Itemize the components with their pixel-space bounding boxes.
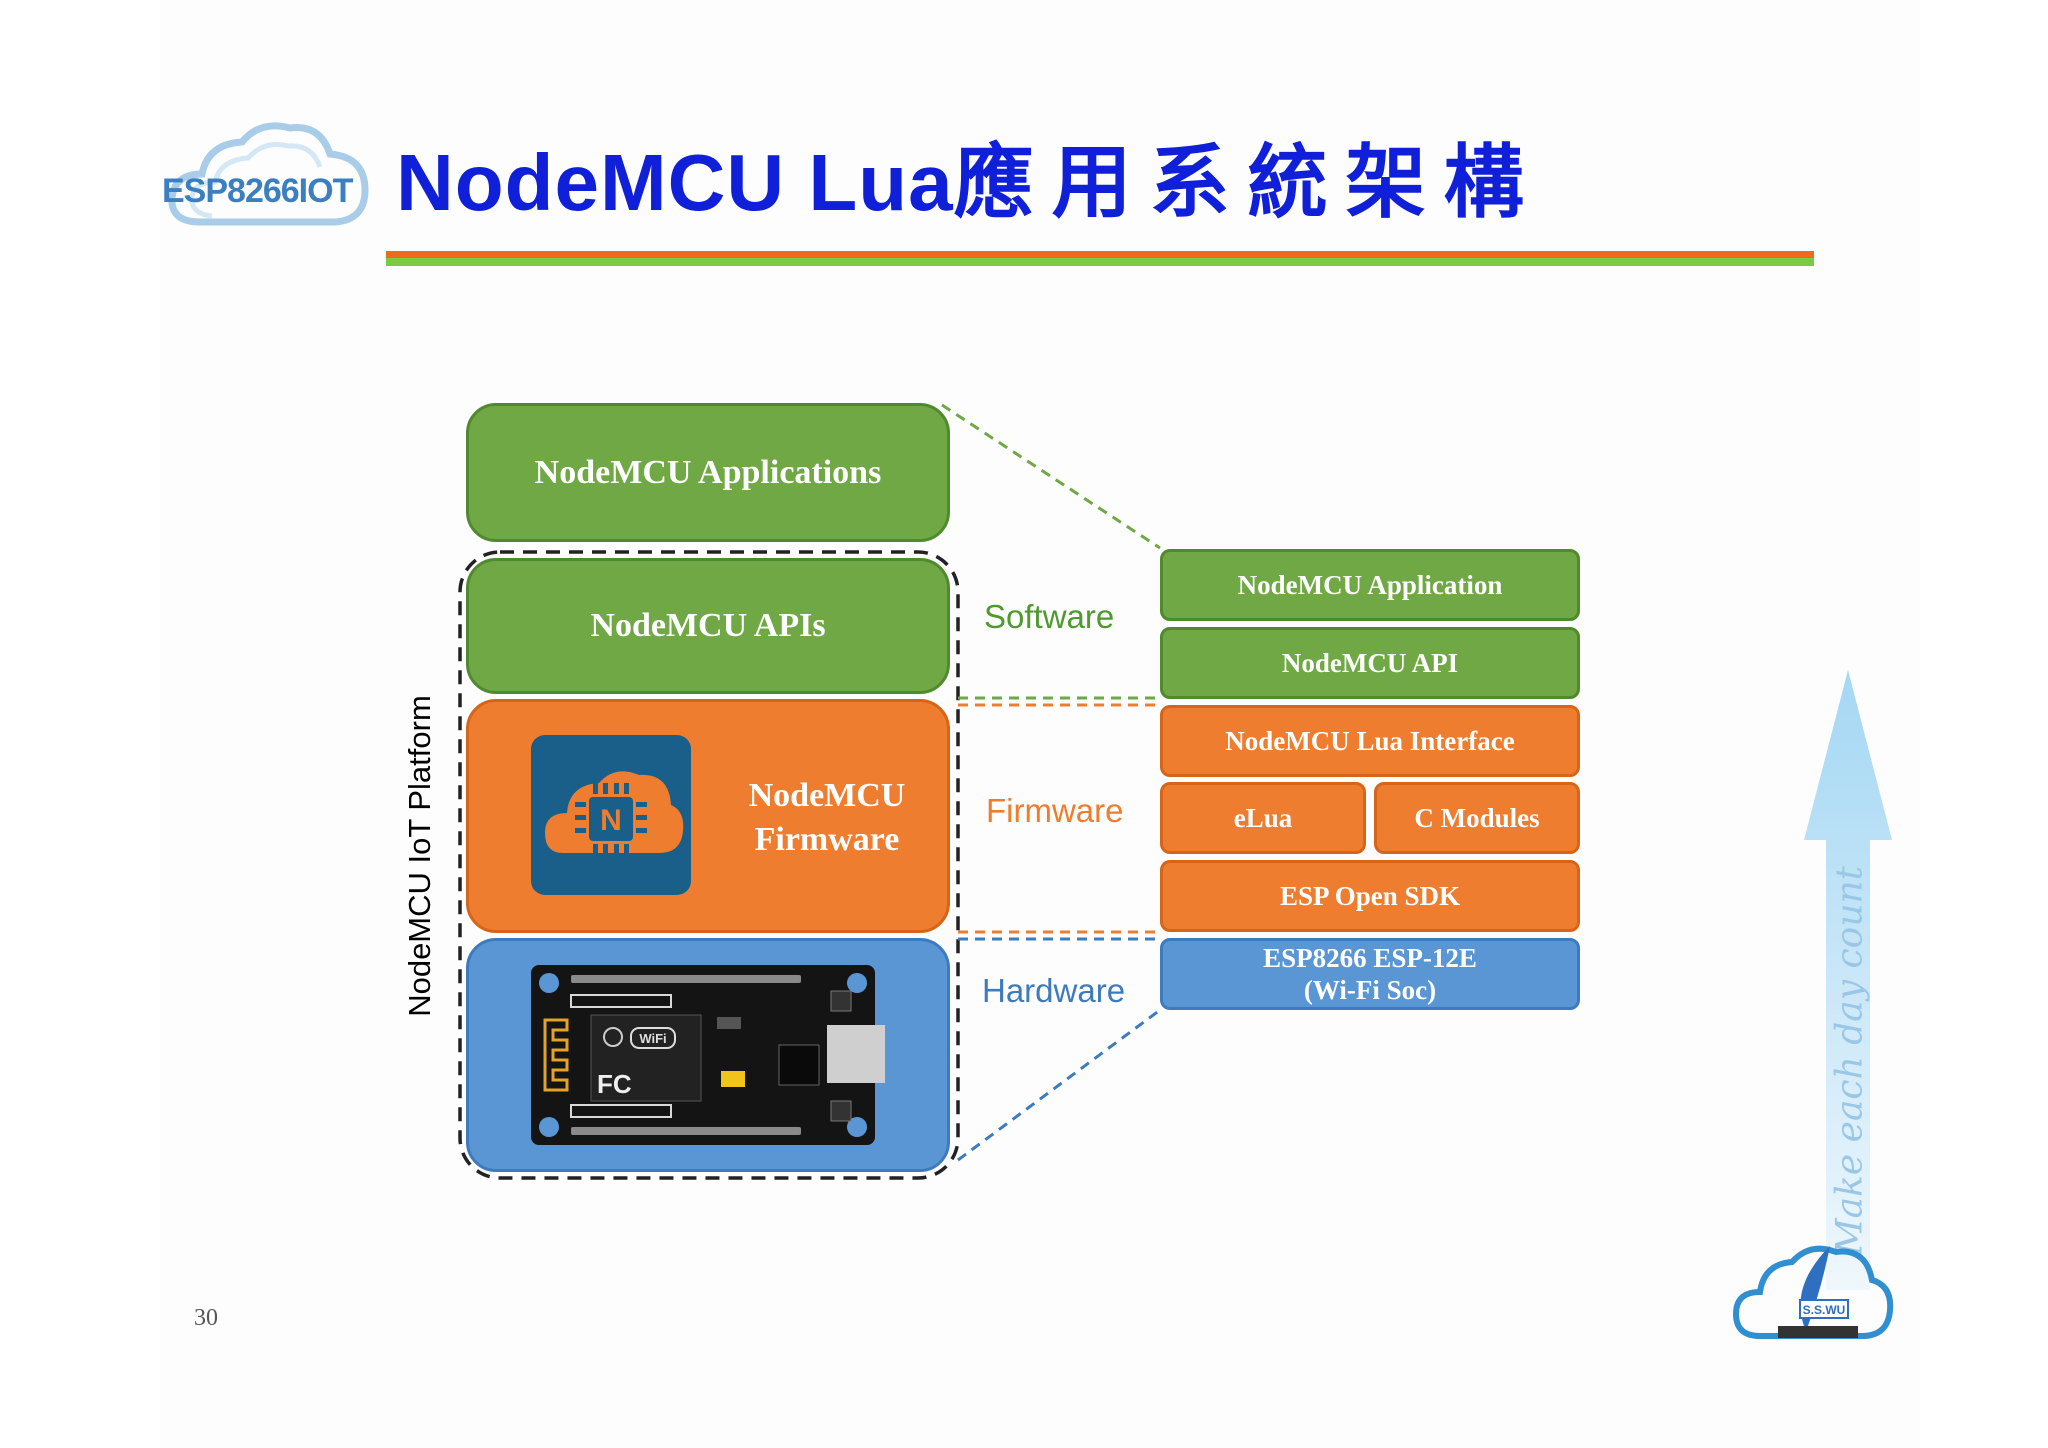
nodemcu-applications-box: NodeMCU Applications [466,403,950,542]
firmware-icon-letter: N [600,804,622,837]
right-lua-interface-box: NodeMCU Lua Interface [1160,705,1580,777]
sswu-badge: S.S.WU [1730,1236,1895,1356]
platform-label: NodeMCU IoT Platform [402,695,437,1017]
board-wifi-badge: WiFi [639,1031,666,1046]
platform-label-wrap: NodeMCU IoT Platform [230,695,610,1017]
right-elua-box: eLua [1160,782,1366,854]
right-c-modules-box: C Modules [1374,782,1580,854]
hardware-layer-label: Hardware [982,972,1126,1009]
board-fc-mark: FC [597,1069,632,1099]
hardware-connector-bottom [957,1008,1161,1162]
page-number: 30 [194,1305,218,1331]
nodemcu-firmware-box: N NodeMCU Firmware [466,699,950,933]
software-connector-top [941,403,1161,550]
right-application-box: NodeMCU Application [1160,549,1580,621]
right-api-box: NodeMCU API [1160,627,1580,699]
hardware-board-box: WiFi FC [466,938,950,1172]
title-cjk: 應用系統架構 [953,135,1542,229]
title-rule-green [386,258,1814,266]
slide [160,0,1920,1448]
software-layer-label: Software [984,598,1115,635]
nodemcu-apis-box: NodeMCU APIs [466,558,950,694]
nodemcu-firmware-icon: N [531,735,691,895]
logo-text: ESP8266IOT [162,172,353,210]
chip-line2: (Wi-Fi Soc) [1303,975,1437,1005]
firmware-layer-label: Firmware [986,792,1124,829]
esp8266-iot-logo: ESP8266IOT [160,112,380,247]
chip-line1: ESP8266 ESP-12E [1263,943,1477,973]
title-latin: NodeMCU Lua [396,138,954,227]
badge-text: S.S.WU [1803,1303,1846,1317]
slide-title: NodeMCU Lua應用系統架構 [396,118,1542,234]
make-each-day-count-arrow: Make each day count [1800,670,1896,1290]
nodemcu-board-image: WiFi FC [531,965,887,1145]
right-chip-box: ESP8266 ESP-12E (Wi-Fi Soc) [1160,938,1580,1010]
platform-outline [458,550,960,1180]
right-sdk-box: ESP Open SDK [1160,860,1580,932]
arrow-text: Make each day count [1829,865,1871,1256]
title-rule-orange [386,251,1814,258]
firmware-label: NodeMCU Firmware [717,774,937,862]
firmware-label-line1: NodeMCU [748,777,906,814]
firmware-label-line2: Firmware [754,821,900,858]
